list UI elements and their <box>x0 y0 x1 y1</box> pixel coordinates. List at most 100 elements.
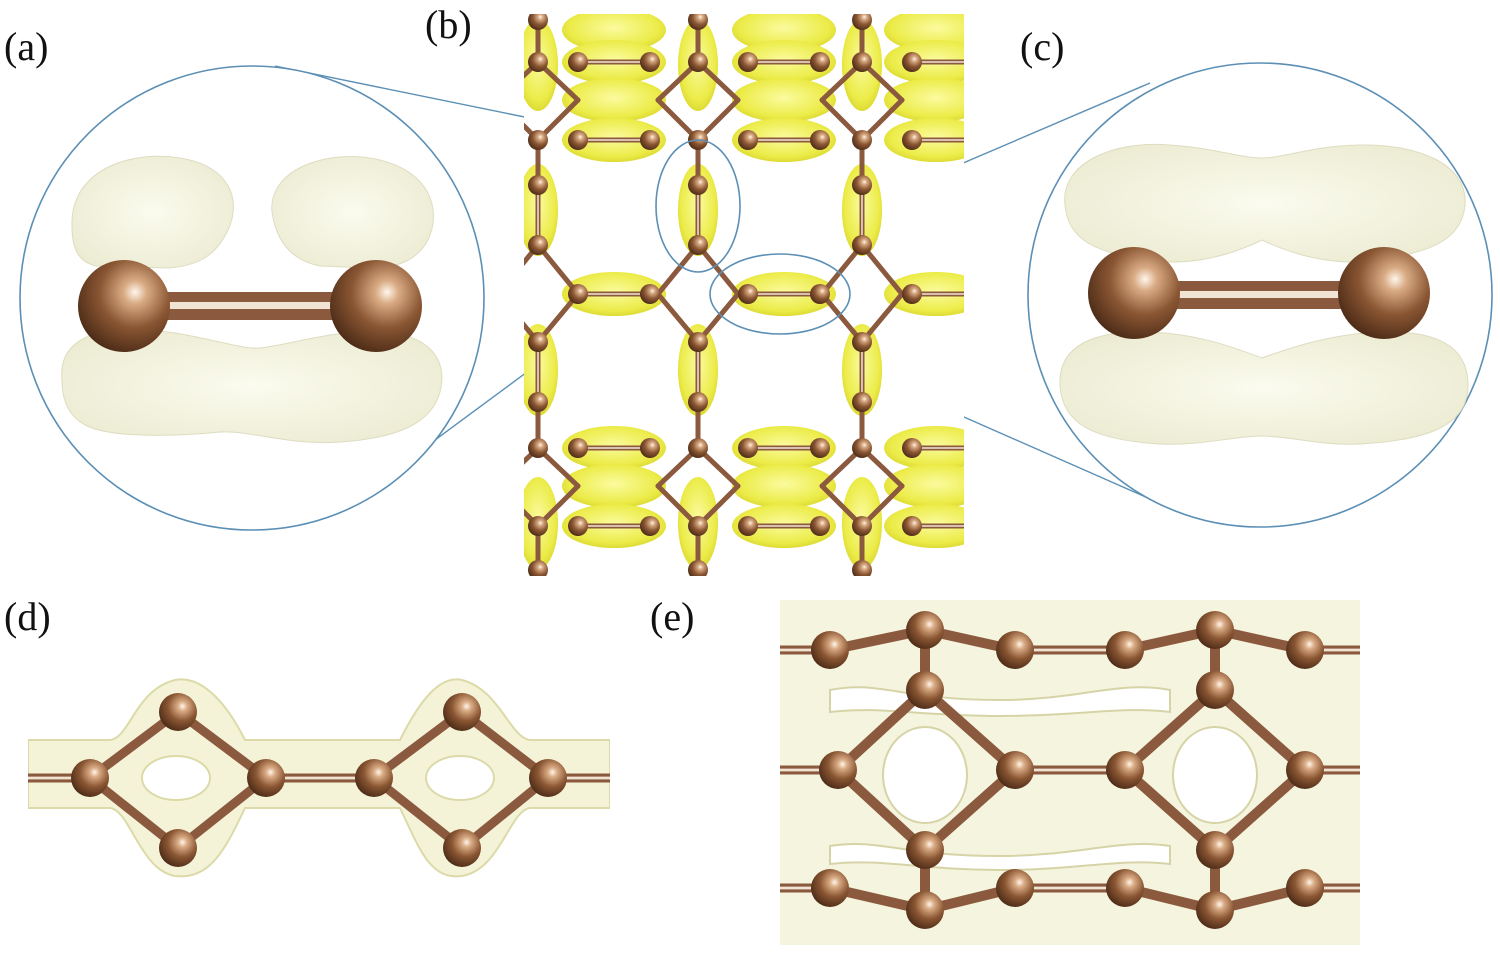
atom <box>688 392 708 412</box>
atom <box>1196 891 1234 929</box>
atom <box>852 175 872 195</box>
bond <box>1210 685 1310 775</box>
bond <box>1120 765 1220 855</box>
atom <box>852 14 872 30</box>
atom <box>996 751 1034 789</box>
atom <box>810 52 830 72</box>
bond <box>819 291 865 345</box>
atom <box>738 516 758 536</box>
atom <box>568 52 588 72</box>
atom <box>568 130 588 150</box>
atom <box>528 392 548 412</box>
atom <box>688 14 708 30</box>
atom <box>902 52 922 72</box>
bond <box>920 685 1020 775</box>
panel-d-atoms <box>71 693 567 867</box>
panel-a-isosurface <box>61 155 443 444</box>
panel-a <box>19 65 485 531</box>
atom <box>852 332 872 352</box>
bond <box>1210 765 1310 855</box>
atom <box>970 52 990 72</box>
atom <box>529 759 567 797</box>
atom <box>71 759 109 797</box>
atom <box>996 869 1034 907</box>
isosurface-lobe <box>884 78 964 122</box>
atom <box>1286 631 1324 669</box>
atom <box>906 831 944 869</box>
bond <box>695 291 741 345</box>
panel-e-isosurface-holes <box>829 686 1258 872</box>
atom <box>902 130 922 150</box>
atom <box>688 175 708 195</box>
atom <box>970 516 990 536</box>
atom <box>688 332 708 352</box>
atom <box>1106 631 1144 669</box>
panel-c <box>1027 62 1493 528</box>
isosurface-lobe <box>562 14 666 52</box>
bond <box>859 291 905 345</box>
atom <box>811 869 849 907</box>
atom <box>1286 869 1324 907</box>
atom <box>738 438 758 458</box>
atom <box>970 438 990 458</box>
bond <box>1120 685 1220 775</box>
isosurface-lobe <box>732 464 836 508</box>
atom <box>1286 751 1324 789</box>
bond <box>524 321 541 345</box>
atom <box>906 611 944 649</box>
atom <box>1106 869 1144 907</box>
atom <box>1196 831 1234 869</box>
atom <box>1106 751 1144 789</box>
atom <box>528 560 548 576</box>
bond <box>833 685 930 775</box>
atom <box>528 438 548 458</box>
atom <box>996 631 1034 669</box>
bond <box>833 765 930 855</box>
atom <box>528 175 548 195</box>
bond <box>819 242 865 297</box>
panel-labels: (a) (b) (c) (d) (e) <box>4 2 1064 639</box>
atom <box>810 516 830 536</box>
atom <box>811 631 849 669</box>
bond <box>535 242 581 297</box>
atom <box>528 14 548 30</box>
bond <box>920 765 1020 855</box>
atom <box>810 438 830 458</box>
atom <box>568 438 588 458</box>
isosurface-lobe <box>884 464 964 508</box>
atom <box>902 284 922 304</box>
atom <box>528 235 548 255</box>
isosurface-lobe <box>562 78 666 122</box>
panel-label-e: (e) <box>650 594 694 639</box>
atom <box>852 516 872 536</box>
panel-b <box>524 14 990 576</box>
isosurface-lobe <box>732 14 836 52</box>
panel-c-isosurface <box>1059 143 1469 445</box>
panel-label-c: (c) <box>1020 24 1064 69</box>
bond <box>535 291 581 345</box>
atom <box>852 560 872 576</box>
atom <box>355 759 393 797</box>
bond <box>524 242 541 267</box>
atom <box>528 130 548 150</box>
atom <box>810 284 830 304</box>
atom <box>906 891 944 929</box>
atom <box>640 284 660 304</box>
atom <box>902 516 922 536</box>
atom <box>906 671 944 709</box>
panel-b-atoms <box>528 14 990 576</box>
atom <box>443 693 481 731</box>
panel-b-isosurface-lobes <box>524 14 964 569</box>
panel-b-highlight-horizontal-bond <box>709 253 851 335</box>
atom <box>738 130 758 150</box>
atom <box>159 693 197 731</box>
panel-label-d: (d) <box>4 594 51 639</box>
isosurface-lobe <box>562 464 666 508</box>
panel-label-b: (b) <box>425 2 472 47</box>
atom <box>568 516 588 536</box>
atom <box>738 52 758 72</box>
panel-c-atom-left <box>1088 247 1180 339</box>
atom <box>1196 671 1234 709</box>
panel-e-atoms <box>811 611 1324 929</box>
atom <box>810 130 830 150</box>
